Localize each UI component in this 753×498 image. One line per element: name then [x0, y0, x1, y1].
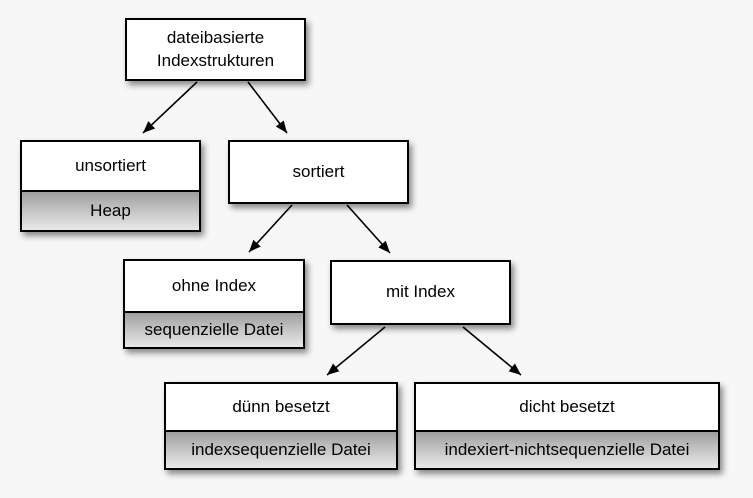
- edge-root-unsortiert: [142, 81, 198, 134]
- node-label: unsortiert: [75, 155, 146, 175]
- node-ohne-index: ohne Index sequenzielle Datei: [123, 259, 305, 349]
- node-dateibasierte-indexstrukturen: dateibasierte Indexstrukturen: [125, 18, 306, 81]
- node-label: mit Index: [386, 282, 455, 302]
- node-sortiert: sortiert: [228, 140, 409, 204]
- edge-sortiert-mit: [346, 204, 391, 254]
- node-dicht-besetzt: dicht besetzt indexiert-nichtsequenziell…: [414, 382, 720, 470]
- edge-sortiert-ohne: [248, 204, 293, 253]
- edge-root-sortiert: [247, 81, 288, 134]
- edge-mit-dicht: [462, 326, 522, 376]
- edge-mit-duenn: [326, 326, 386, 376]
- node-label: sortiert: [292, 161, 345, 181]
- node-label: dicht besetzt: [519, 396, 615, 416]
- node-mit-index: mit Index: [330, 260, 511, 325]
- node-unsortiert: unsortiert Heap: [20, 140, 201, 232]
- node-duenn-besetzt: dünn besetzt indexsequenzielle Datei: [164, 382, 398, 470]
- node-label: dünn besetzt: [232, 396, 330, 416]
- node-label: ohne Index: [171, 275, 257, 295]
- node-label: dateibasierte Indexstrukturen: [156, 27, 275, 70]
- node-sublabel: indexiert-nichtsequenzielle Datei: [416, 430, 718, 468]
- node-sublabel: indexsequenzielle Datei: [166, 430, 396, 468]
- node-sublabel: Heap: [22, 190, 199, 230]
- node-sublabel: sequenzielle Datei: [125, 311, 303, 347]
